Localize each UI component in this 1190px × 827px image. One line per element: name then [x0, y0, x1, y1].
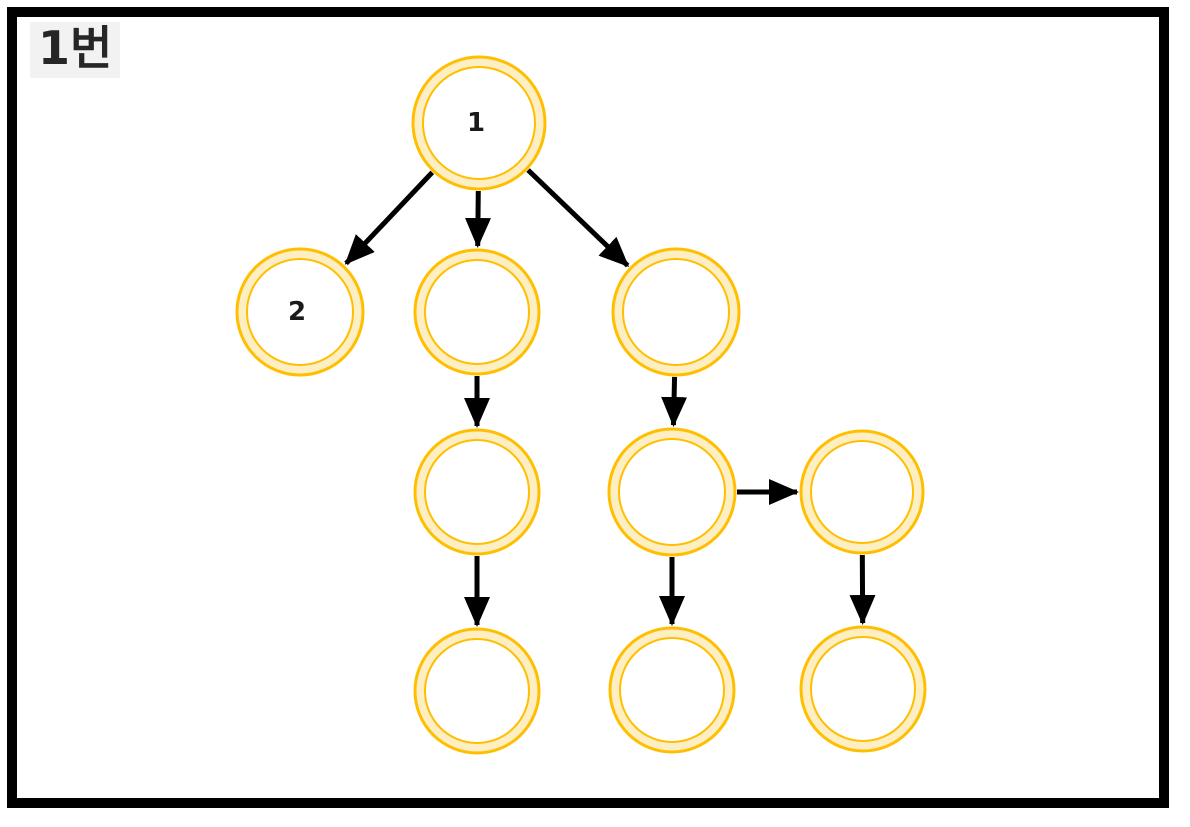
graph-node[interactable] — [413, 248, 541, 376]
node-inner-fill — [425, 440, 529, 544]
node-inner-stroke — [810, 440, 914, 544]
node-outer-stroke — [413, 428, 541, 556]
node-outer-stroke — [799, 429, 925, 555]
node-inner-fill — [619, 439, 725, 545]
node-ring-band — [609, 627, 735, 753]
edges-layer — [344, 168, 876, 628]
graph-node[interactable] — [608, 626, 736, 754]
nodes-layer — [235, 55, 927, 755]
graph-node[interactable] — [235, 247, 365, 377]
node-outer-stroke — [413, 248, 541, 376]
node-inner-stroke — [422, 66, 536, 180]
graph-node[interactable] — [799, 625, 927, 753]
node-outer-stroke — [611, 247, 741, 377]
node-inner-fill — [423, 67, 535, 179]
node-ring-band — [414, 429, 540, 555]
graph-edge — [661, 376, 688, 428]
node-inner-fill — [811, 637, 915, 741]
node-inner-stroke — [424, 638, 530, 744]
node-inner-stroke — [810, 636, 916, 742]
node-outer-stroke — [235, 247, 365, 377]
node-outer-stroke — [608, 626, 736, 754]
graph-node[interactable] — [611, 247, 741, 377]
node-outer-stroke — [607, 427, 737, 557]
graph-node[interactable] — [413, 428, 541, 556]
node-inner-stroke — [619, 637, 725, 743]
node-inner-stroke — [246, 258, 354, 366]
node-ring-band — [608, 428, 736, 556]
node-ring-band — [800, 430, 924, 554]
node-label: 2 — [287, 297, 307, 327]
node-inner-stroke — [622, 258, 730, 366]
node-outer-stroke — [411, 55, 547, 191]
node-outer-stroke — [799, 625, 927, 753]
node-inner-stroke — [424, 259, 530, 365]
node-inner-stroke — [618, 438, 726, 546]
node-outer-stroke — [413, 627, 541, 755]
node-ring-band — [612, 248, 740, 376]
section-label: 1번 — [30, 22, 121, 79]
node-inner-fill — [425, 639, 529, 743]
page-border-frame — [7, 7, 1169, 808]
node-inner-fill — [425, 260, 529, 364]
node-label: 1 — [466, 108, 486, 138]
node-inner-fill — [811, 441, 913, 543]
node-inner-fill — [620, 638, 724, 742]
node-inner-fill — [623, 259, 729, 365]
node-inner-stroke — [424, 439, 530, 545]
node-ring-band — [800, 626, 926, 752]
graph-node[interactable] — [411, 55, 547, 191]
node-ring-band — [414, 249, 540, 375]
node-inner-fill — [247, 259, 353, 365]
graph-edge — [464, 190, 491, 249]
graph-edge — [344, 170, 435, 266]
node-ring-band — [414, 628, 540, 754]
graph-node[interactable] — [413, 627, 541, 755]
graph-node[interactable] — [799, 429, 925, 555]
graph-node[interactable] — [607, 427, 737, 557]
graph-edge — [526, 168, 630, 268]
node-ring-band — [412, 56, 546, 190]
node-ring-band — [236, 248, 364, 376]
